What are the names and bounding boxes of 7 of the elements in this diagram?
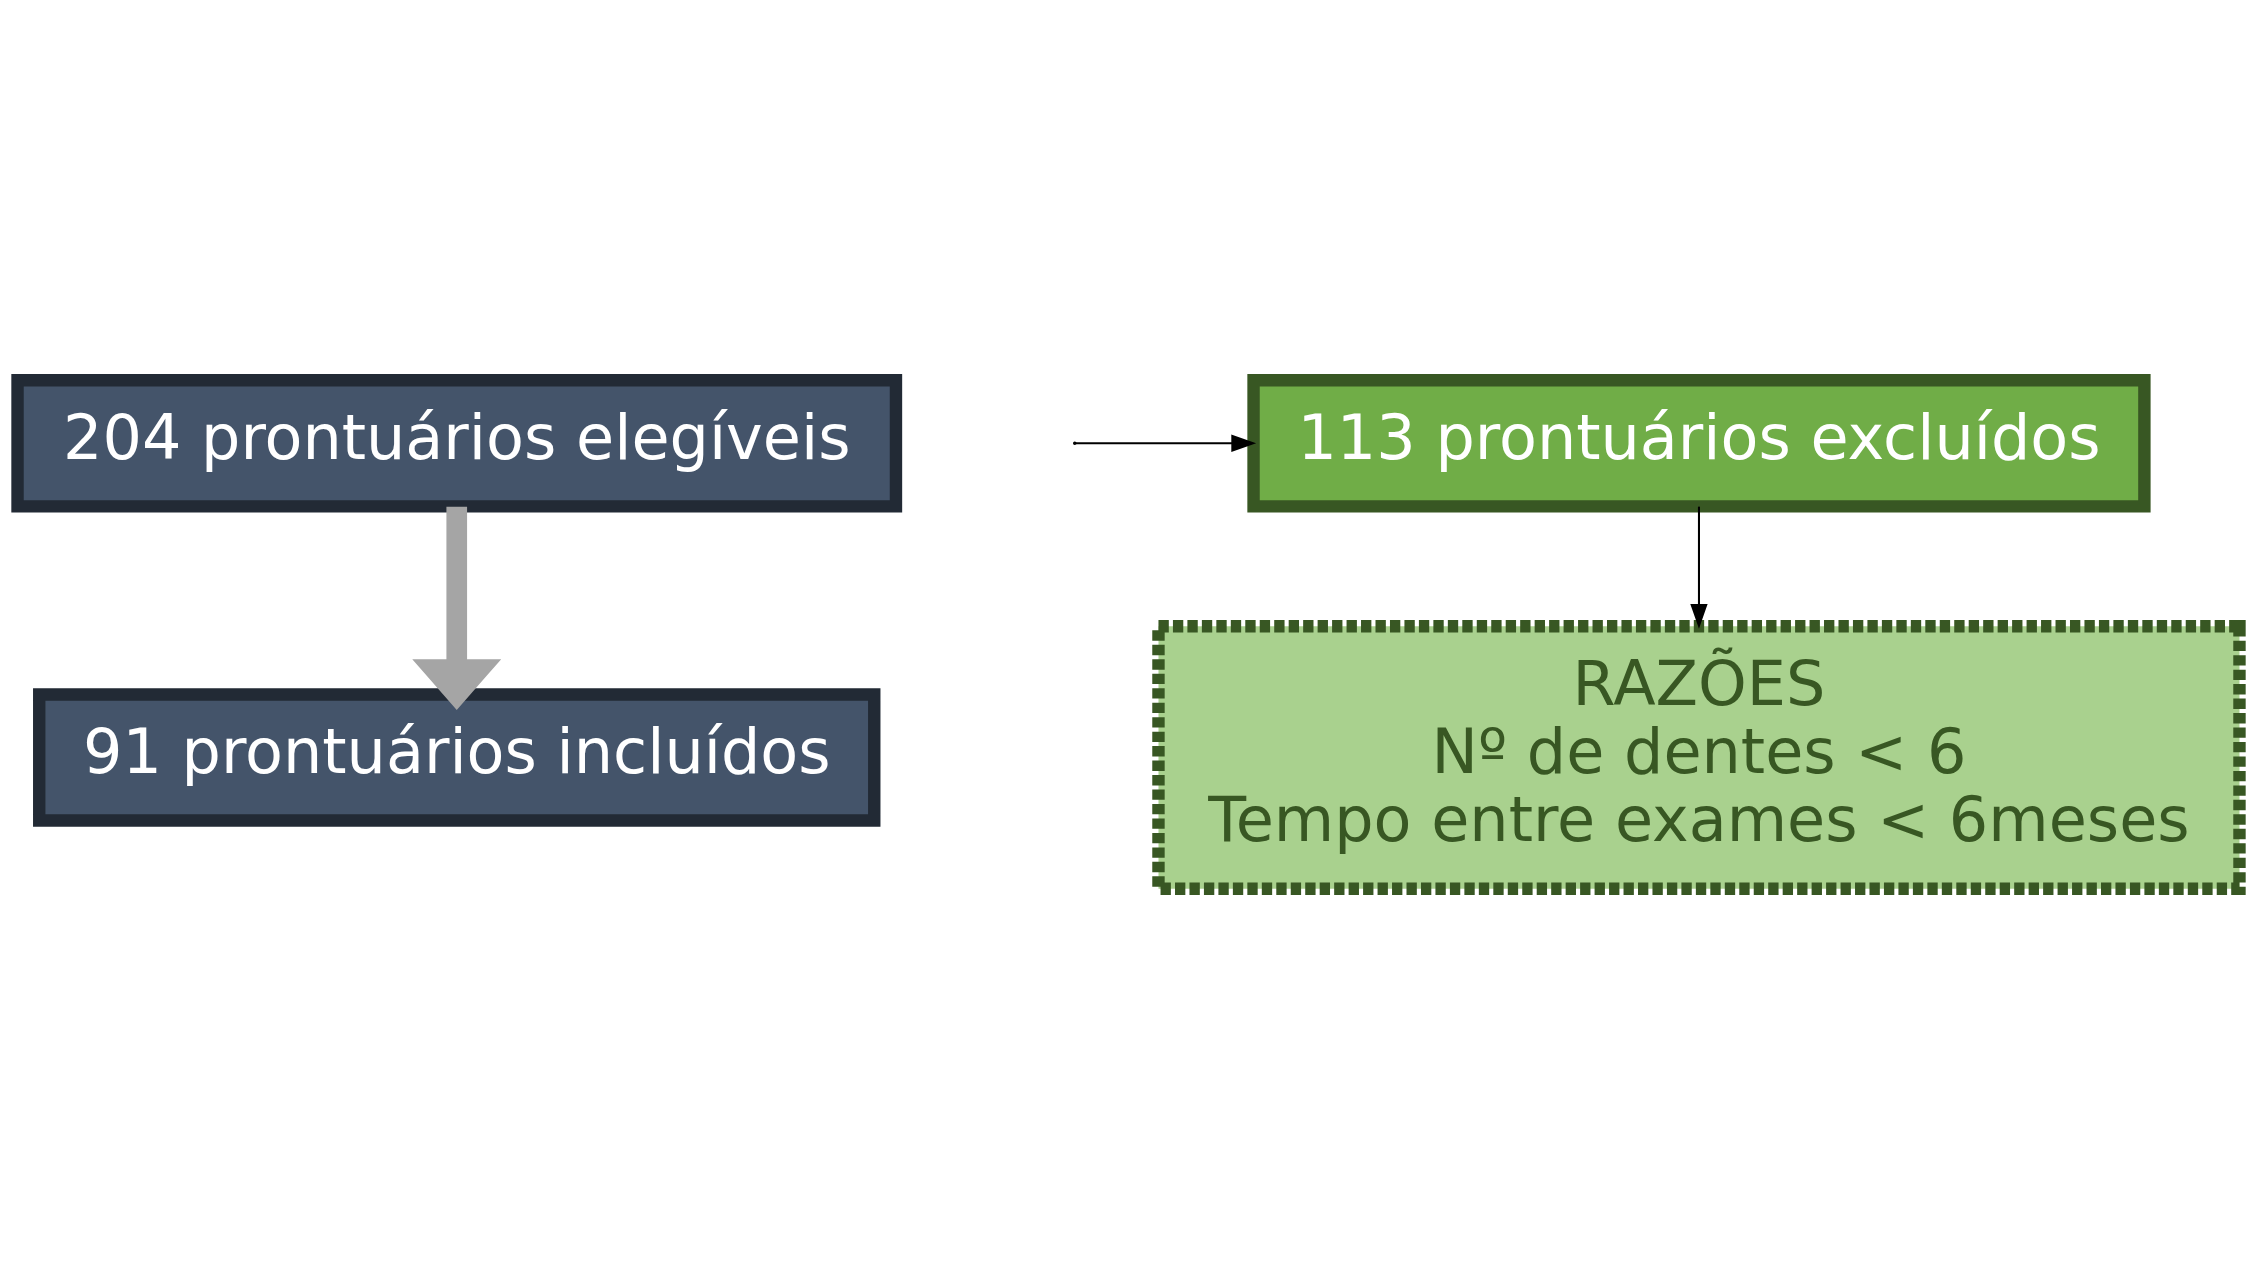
node-box: 204 prontuários elegíveis	[11, 374, 903, 513]
node-box: 113 prontuários excluídos	[1247, 374, 2151, 513]
arrow	[1076, 434, 1257, 452]
arrow	[412, 506, 502, 710]
node-box: RAZÕES Nº de dentes < 6 Tempo entre exames < 6meses	[1152, 620, 2246, 895]
arrow	[1690, 506, 1708, 629]
node-box: 91 prontuários incluídos	[33, 688, 881, 827]
